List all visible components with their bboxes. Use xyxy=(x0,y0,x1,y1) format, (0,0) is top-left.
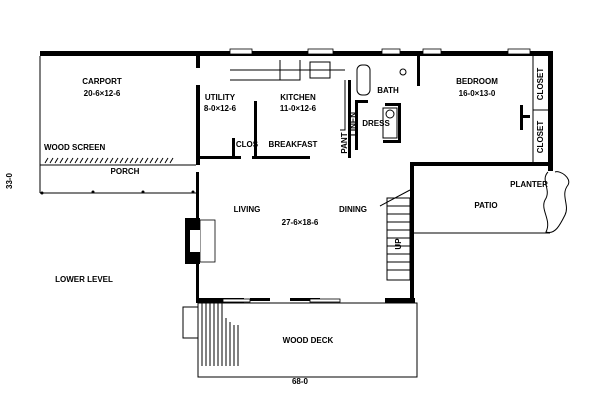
porch-label: PORCH xyxy=(111,167,140,176)
utility-size: 8-0×12-6 xyxy=(204,104,237,113)
fireplace-icon xyxy=(185,218,216,264)
bedroom-size: 16-0×13-0 xyxy=(459,89,496,98)
wood-screen-label: WOOD SCREEN xyxy=(44,143,106,152)
porch-posts xyxy=(40,190,195,195)
overall-depth-dimension: 33-0 xyxy=(5,172,14,189)
closet-label: CLOSET xyxy=(536,121,545,154)
dress-label: DRESS xyxy=(362,119,390,128)
living-dining-size: 27-6×18-6 xyxy=(282,218,319,227)
level-label: LOWER LEVEL xyxy=(55,275,113,284)
bedroom-label: BEDROOM xyxy=(456,77,498,86)
kitchen-label: KITCHEN xyxy=(280,93,316,102)
stair-icon xyxy=(379,189,411,281)
kitchen-size: 11-0×12-6 xyxy=(280,104,317,113)
outlines xyxy=(39,56,570,378)
deck-steps xyxy=(201,303,239,366)
overall-width-dimension: 68-0 xyxy=(292,377,309,386)
linen-label: LINEN xyxy=(349,112,358,136)
bath-label: BATH xyxy=(377,86,399,95)
breakfast-label: BREAKFAST xyxy=(269,140,318,149)
patio-label: PATIO xyxy=(474,201,497,210)
wood-deck-label: WOOD DECK xyxy=(283,336,334,345)
planter-label: PLANTER xyxy=(510,180,548,189)
closet-small-label: CLOS xyxy=(236,140,259,149)
walls xyxy=(40,51,553,303)
carport-label: CARPORT xyxy=(82,77,122,86)
dining-label: DINING xyxy=(339,205,367,214)
carport-size: 20-6×12-6 xyxy=(84,89,121,98)
wood-screen-hatch xyxy=(44,157,174,164)
living-label: LIVING xyxy=(234,205,261,214)
closet-label: CLOSET xyxy=(536,68,545,101)
windows xyxy=(222,48,531,303)
pantry-label: PANT xyxy=(340,132,349,153)
stair-up-label: UP xyxy=(394,238,403,250)
utility-label: UTILITY xyxy=(205,93,236,102)
